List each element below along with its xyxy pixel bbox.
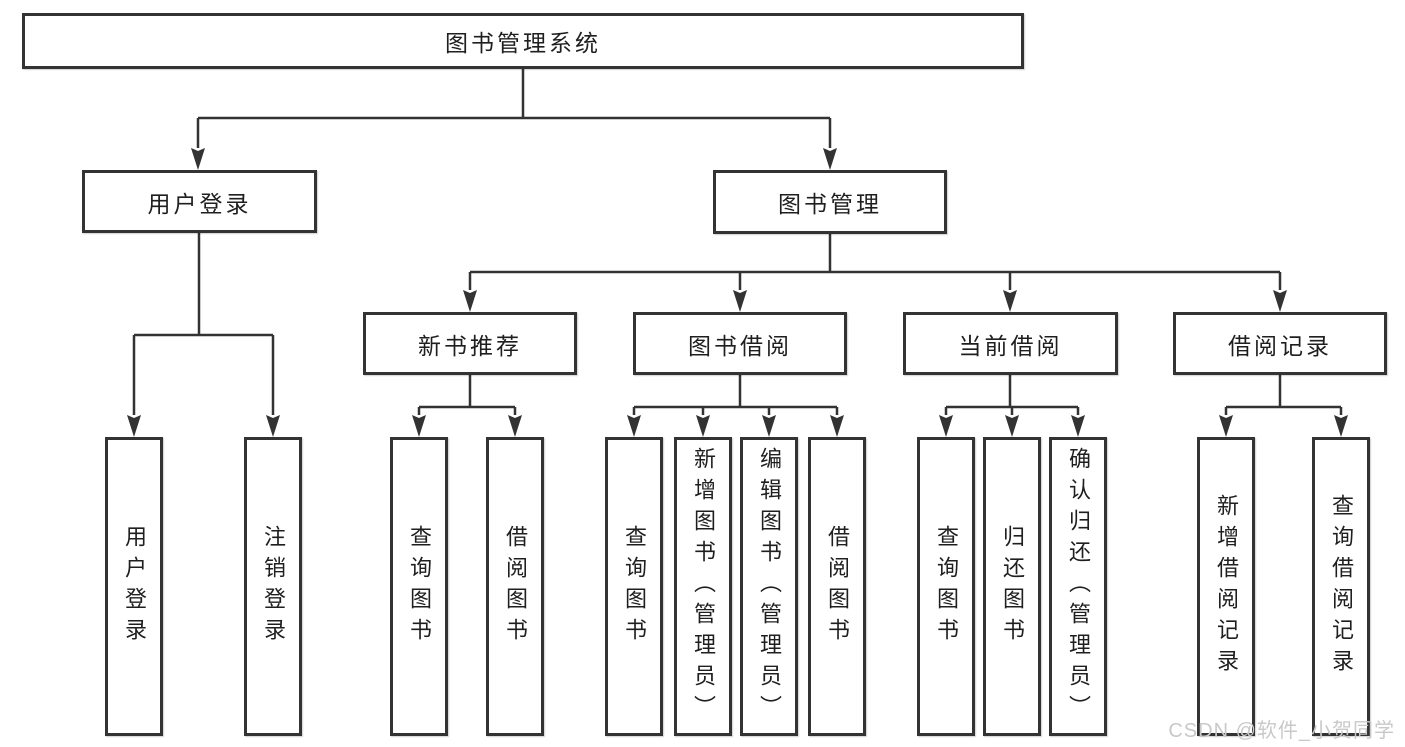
leaf-add-borrow-record: 新增借阅记录 xyxy=(1197,437,1255,736)
leaf-query-books-recommend-label: 查询图书 xyxy=(407,524,432,649)
leaf-user-login: 用户登录 xyxy=(105,437,163,736)
connector-user-login-to-leaves xyxy=(127,233,280,437)
connector-new-rec-to-leaves xyxy=(412,375,522,437)
leaf-borrow-books: 借阅图书 xyxy=(808,437,866,736)
leaf-logout: 注销登录 xyxy=(244,437,302,736)
leaf-return-books-label: 归还图书 xyxy=(1000,524,1025,649)
node-current-borrow-label: 当前借阅 xyxy=(958,332,1063,359)
connector-book-borrow-to-leaves xyxy=(627,375,844,437)
node-book-borrow-label: 图书借阅 xyxy=(688,332,792,359)
leaf-edit-books-admin: 编辑图书（管理员） xyxy=(740,437,798,736)
leaf-confirm-return-admin-label: 确认归还（管理员） xyxy=(1066,447,1091,726)
leaf-query-books-current: 查询图书 xyxy=(917,437,975,736)
leaf-add-books-admin-label: 新增图书（管理员） xyxy=(691,447,716,726)
node-new-book-recommend-label: 新书推荐 xyxy=(418,332,522,359)
node-book-borrow: 图书借阅 xyxy=(633,312,847,375)
leaf-query-books-current-label: 查询图书 xyxy=(934,524,959,649)
leaf-logout-label: 注销登录 xyxy=(261,524,286,649)
leaf-borrow-books-recommend: 借阅图书 xyxy=(486,437,544,736)
leaf-confirm-return-admin: 确认归还（管理员） xyxy=(1049,437,1107,736)
csdn-watermark: CSDN @软件_小贺同学 xyxy=(1168,720,1395,742)
node-borrow-record: 借阅记录 xyxy=(1173,312,1387,375)
leaf-return-books: 归还图书 xyxy=(983,437,1041,736)
leaf-add-borrow-record-label: 新增借阅记录 xyxy=(1214,493,1239,680)
connector-root-to-level1 xyxy=(191,69,837,170)
leaf-user-login-label: 用户登录 xyxy=(122,524,147,649)
leaf-edit-books-admin-label: 编辑图书（管理员） xyxy=(757,447,782,726)
node-root-system: 图书管理系统 xyxy=(22,13,1024,69)
leaf-query-borrow-record-label: 查询借阅记录 xyxy=(1329,493,1354,680)
leaf-add-books-admin: 新增图书（管理员） xyxy=(674,437,732,736)
leaf-query-books-borrow-label: 查询图书 xyxy=(622,524,647,649)
node-borrow-record-label: 借阅记录 xyxy=(1228,332,1332,359)
leaf-borrow-books-label: 借阅图书 xyxy=(825,524,850,649)
node-new-book-recommend: 新书推荐 xyxy=(363,312,577,375)
leaf-query-books-recommend: 查询图书 xyxy=(390,437,448,736)
node-user-login-label: 用户登录 xyxy=(147,190,252,217)
node-book-management: 图书管理 xyxy=(713,170,947,234)
node-root-label: 图书管理系统 xyxy=(445,30,601,56)
node-current-borrow: 当前借阅 xyxy=(903,312,1118,375)
connector-cur-borrow-to-leaves xyxy=(939,375,1085,437)
node-book-management-label: 图书管理 xyxy=(778,191,882,217)
leaf-query-borrow-record: 查询借阅记录 xyxy=(1312,437,1370,736)
connector-borrow-rec-to-leaves xyxy=(1219,375,1348,437)
leaf-borrow-books-recommend-label: 借阅图书 xyxy=(503,524,528,649)
node-user-login: 用户登录 xyxy=(82,170,317,233)
leaf-query-books-borrow: 查询图书 xyxy=(605,437,663,736)
connector-book-mgmt-to-level2 xyxy=(463,234,1287,312)
